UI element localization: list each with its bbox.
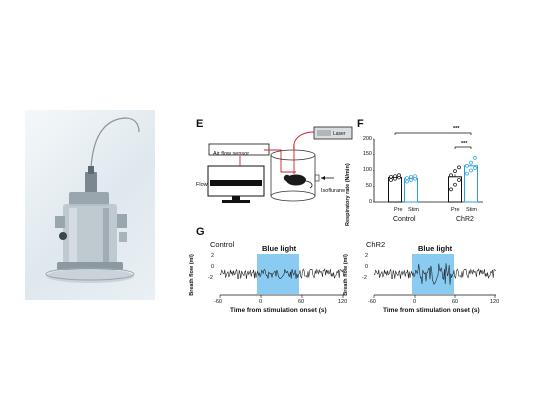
data-point	[409, 178, 413, 182]
chr2-breath-trace	[373, 254, 496, 298]
y-tick-label: 2	[211, 253, 215, 259]
panel-e-label: E	[196, 118, 204, 130]
x-tick-label: 60	[452, 299, 459, 305]
control-breath-trace	[219, 254, 345, 298]
panel-g-label: G	[196, 226, 205, 238]
data-point	[393, 174, 397, 179]
data-point	[469, 168, 473, 173]
x-tick-label: -60	[214, 299, 222, 305]
condition-label: Stim	[408, 207, 419, 213]
data-point	[389, 174, 393, 179]
x-tick-label: 120	[338, 299, 348, 305]
bar	[448, 176, 462, 203]
x-tick-label: 0	[413, 299, 417, 305]
condition-label: Stim	[466, 207, 477, 213]
data-point	[397, 173, 401, 178]
panel-e-flow-trace	[210, 180, 262, 186]
y-tick-label: 200	[362, 136, 372, 142]
right-xlabel: Time from stimulation onset (s)	[383, 307, 480, 314]
flow-label: Flow	[196, 182, 208, 188]
right-ylabel: Breath flow (ml)	[343, 254, 349, 296]
significance-marker: ***	[453, 126, 460, 132]
left-trace-title: Control	[210, 240, 235, 249]
x-tick-label: -60	[368, 299, 376, 305]
y-tick-label: 50	[365, 183, 372, 189]
left-stim-label: Blue light	[262, 244, 297, 253]
data-point	[465, 171, 469, 176]
data-point	[405, 176, 409, 180]
y-tick-label: 100	[362, 167, 372, 173]
condition-label: Pre	[451, 207, 460, 213]
y-tick-label: 0	[365, 264, 369, 270]
x-tick-label: 60	[298, 299, 305, 305]
data-point	[473, 166, 477, 170]
data-point	[465, 163, 469, 168]
data-point	[457, 178, 461, 182]
x-tick-label: 0	[259, 299, 263, 305]
data-point	[453, 169, 457, 173]
data-point	[473, 156, 477, 160]
right-trace-title: ChR2	[366, 240, 386, 249]
condition-label: Pre	[394, 207, 403, 213]
x-tick-label: 120	[490, 299, 500, 305]
laser-label: Laser	[333, 131, 346, 137]
breath-waveform	[373, 263, 496, 285]
y-tick-label: 0	[368, 199, 372, 205]
y-tick-label: -2	[362, 275, 367, 281]
breath-waveform	[219, 268, 345, 280]
data-point	[409, 174, 413, 179]
data-point	[453, 182, 457, 187]
panel-f-ylabel: Respiratory rate (N/min)	[345, 163, 351, 226]
data-point	[449, 173, 453, 178]
left-xlabel: Time from stimulation onset (s)	[230, 307, 327, 314]
significance-marker: ***	[461, 141, 468, 147]
respiratory-rate-bar-chart	[373, 132, 483, 203]
y-tick-label: 150	[362, 151, 372, 157]
panel-f-label: F	[357, 118, 364, 130]
y-tick-label: 2	[365, 253, 369, 259]
right-stim-label: Blue light	[418, 244, 453, 253]
device-photo	[45, 117, 140, 283]
data-point	[405, 179, 409, 184]
data-point	[449, 187, 453, 192]
air-flow-sensor-label: Air flow sensor	[213, 151, 250, 157]
isoflurane-label: Isoflurane	[321, 188, 346, 194]
group-label-control: Control	[393, 216, 416, 223]
data-point	[389, 178, 393, 182]
left-ylabel: Breath flow (ml)	[189, 254, 195, 296]
data-point	[457, 165, 461, 170]
data-point	[469, 160, 473, 165]
group-label-chr2: ChR2	[456, 216, 474, 223]
y-tick-label: -2	[208, 275, 213, 281]
blue-light-region	[412, 254, 454, 294]
data-point	[413, 174, 417, 179]
y-tick-label: 0	[211, 264, 215, 270]
